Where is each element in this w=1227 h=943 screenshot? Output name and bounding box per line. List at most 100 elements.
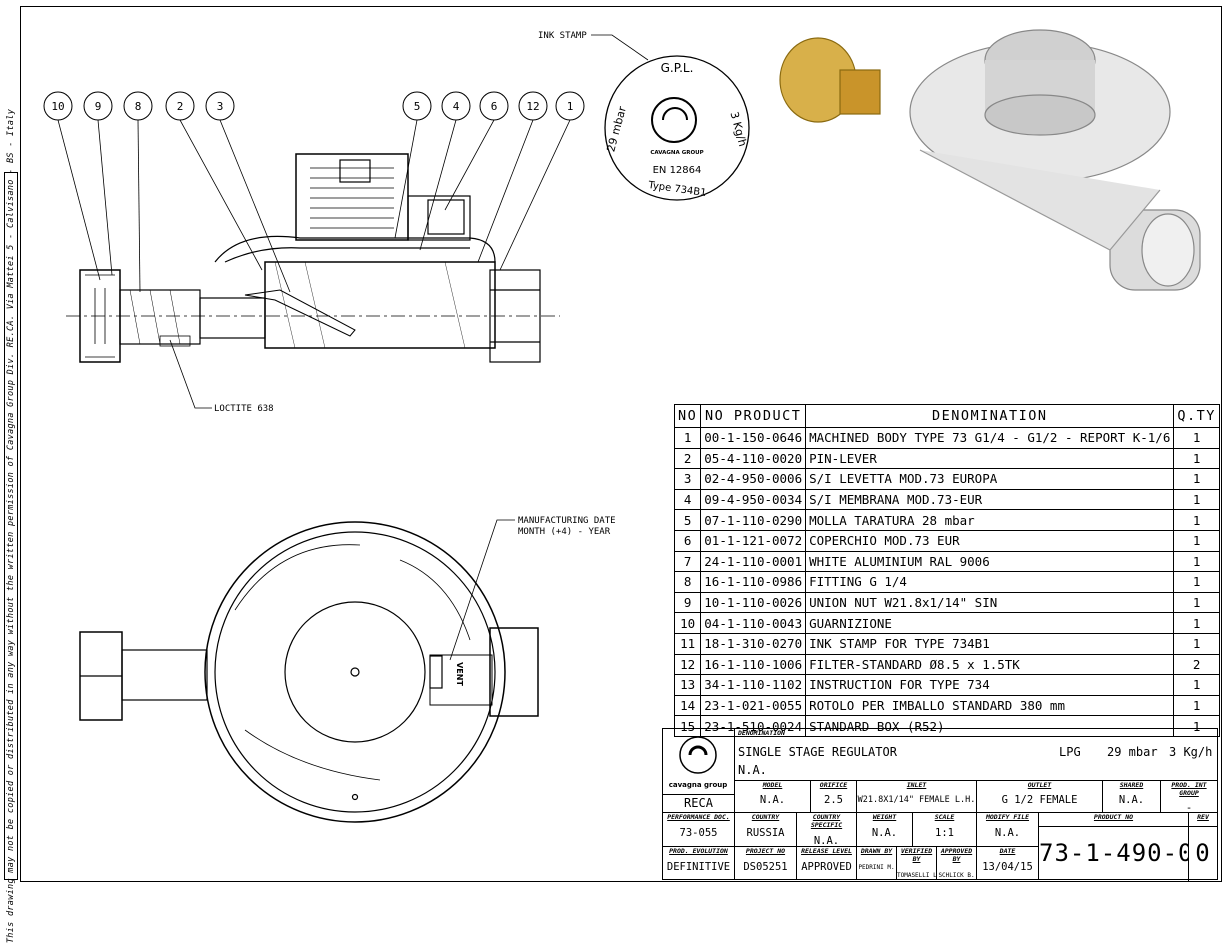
bom-cell-product: 23-1-021-0055 [700, 694, 807, 717]
denomination-cell: DENOMINATION SINGLE STAGE REGULATOR N.A.… [735, 729, 1217, 781]
bom-cell-qty: 1 [1173, 509, 1220, 531]
stamp-right: 3 Kg/h [728, 110, 750, 148]
callout-10: 10 [51, 100, 64, 113]
loctite-label: LOCTITE 638 [214, 404, 274, 414]
bom-cell-qty: 1 [1173, 715, 1220, 737]
bom-cell-no: 4 [673, 488, 702, 511]
callout-5: 5 [414, 100, 421, 113]
stamp-left: 29 mbar [604, 105, 629, 154]
callout-balloons: 10 9 8 2 3 5 4 6 12 1 [43, 91, 585, 121]
bom-cell-qty: 1 [1173, 468, 1220, 490]
rev-caption-cell: REV [1189, 813, 1217, 827]
bom-cell-denomination: UNION NUT W21.8x1/14" SIN [805, 591, 1175, 614]
bom-cell-qty: 1 [1173, 427, 1220, 449]
bom-cell-no: 13 [673, 674, 702, 696]
bom-cell-denomination: STANDARD BOX (R52) [805, 715, 1175, 737]
bom-cell-product: 16-1-110-1006 [700, 653, 807, 676]
denomination-na: N.A. [738, 763, 767, 777]
bom-col-qty: Q.TY [1173, 404, 1220, 428]
bom-cell-no: 15 [673, 715, 702, 737]
gas-type: LPG [1059, 745, 1081, 759]
bom-cell-product: 01-1-121-0072 [700, 529, 807, 552]
stamp-brand: CAVAGNA GROUP [650, 150, 703, 156]
denomination-caption: DENOMINATION [738, 729, 785, 737]
bom-col-product: NO PRODUCT [700, 404, 807, 428]
bom-cell-qty: 1 [1173, 674, 1220, 696]
bom-cell-product: 23-1-510-0024 [700, 715, 807, 737]
ink-stamp-label: INK STAMP [538, 31, 587, 41]
bom-cell-qty: 1 [1173, 488, 1220, 511]
logo-text: cavagna group [669, 781, 728, 789]
bom-cell-qty: 1 [1173, 447, 1220, 470]
vent-label: VENT [455, 662, 464, 686]
bom-cell-denomination: S/I LEVETTA MOD.73 EUROPA [805, 468, 1175, 490]
bom-cell-qty: 1 [1173, 571, 1220, 593]
bom-cell-denomination: INSTRUCTION FOR TYPE 734 [805, 674, 1175, 696]
bom-cell-product: 10-1-110-0026 [700, 591, 807, 614]
bom-cell-qty: 1 [1173, 591, 1220, 614]
technical-drawing: 10 9 8 2 3 5 4 6 12 1 LOCTITE 638 INK ST… [43, 29, 1201, 823]
callout-9: 9 [95, 100, 102, 113]
product-number: 73-1-490-0156 [1039, 839, 1188, 867]
bom-cell-no: 9 [673, 591, 702, 614]
bom-cell-qty: 1 [1173, 632, 1220, 655]
bom-col-denomination: DENOMINATION [805, 404, 1175, 428]
bom-cell-no: 12 [673, 653, 702, 676]
bom-cell-denomination: FILTER-STANDARD Ø8.5 x 1.5TK [805, 653, 1175, 676]
drawing-frame [20, 6, 1222, 882]
product-no-cell: 73-1-490-0156 [1039, 827, 1189, 881]
bom-cell-product: 24-1-110-0001 [700, 550, 807, 573]
bom-cell-denomination: INK STAMP FOR TYPE 734B1 [805, 632, 1175, 655]
bom-col-no: NO [673, 404, 702, 428]
prod-int-group-cell: PROD. INT GROUP- [1161, 781, 1217, 814]
product-no-caption-cell: PRODUCT NO [1039, 813, 1189, 827]
bom-cell-qty: 1 [1173, 529, 1220, 552]
bom-cell-no: 1 [673, 427, 702, 449]
bom-cell-denomination: S/I MEMBRANA MOD.73-EUR [805, 488, 1175, 511]
bom-cell-qty: 1 [1173, 694, 1220, 717]
callout-6: 6 [491, 100, 498, 113]
revision: 0 [1195, 839, 1211, 867]
section-view [66, 153, 560, 363]
bom-cell-qty: 1 [1173, 550, 1220, 573]
copyright-side-note: This drawing may not be copied or distri… [4, 109, 18, 943]
bom-cell-denomination: WHITE ALUMINIUM RAL 9006 [805, 550, 1175, 573]
ink-stamp [604, 55, 750, 201]
bom-cell-qty: 1 [1173, 612, 1220, 634]
bom-cell-no: 7 [673, 550, 702, 573]
flow-rate: 3 Kg/h [1169, 745, 1213, 759]
bom-cell-no: 8 [673, 571, 702, 593]
callout-8: 8 [135, 100, 142, 113]
bom-cell-no: 11 [673, 632, 702, 655]
callout-4: 4 [453, 100, 460, 113]
callout-1: 1 [567, 100, 574, 113]
bom-cell-denomination: ROTOLO PER IMBALLO STANDARD 380 mm [805, 694, 1175, 717]
stamp-standard: EN 12864 [653, 165, 702, 176]
bom-cell-product: 16-1-110-0986 [700, 571, 807, 593]
bom-cell-qty: 2 [1173, 653, 1220, 676]
bom-cell-product: 07-1-110-0290 [700, 509, 807, 531]
bom-cell-product: 00-1-150-0646 [700, 427, 807, 449]
